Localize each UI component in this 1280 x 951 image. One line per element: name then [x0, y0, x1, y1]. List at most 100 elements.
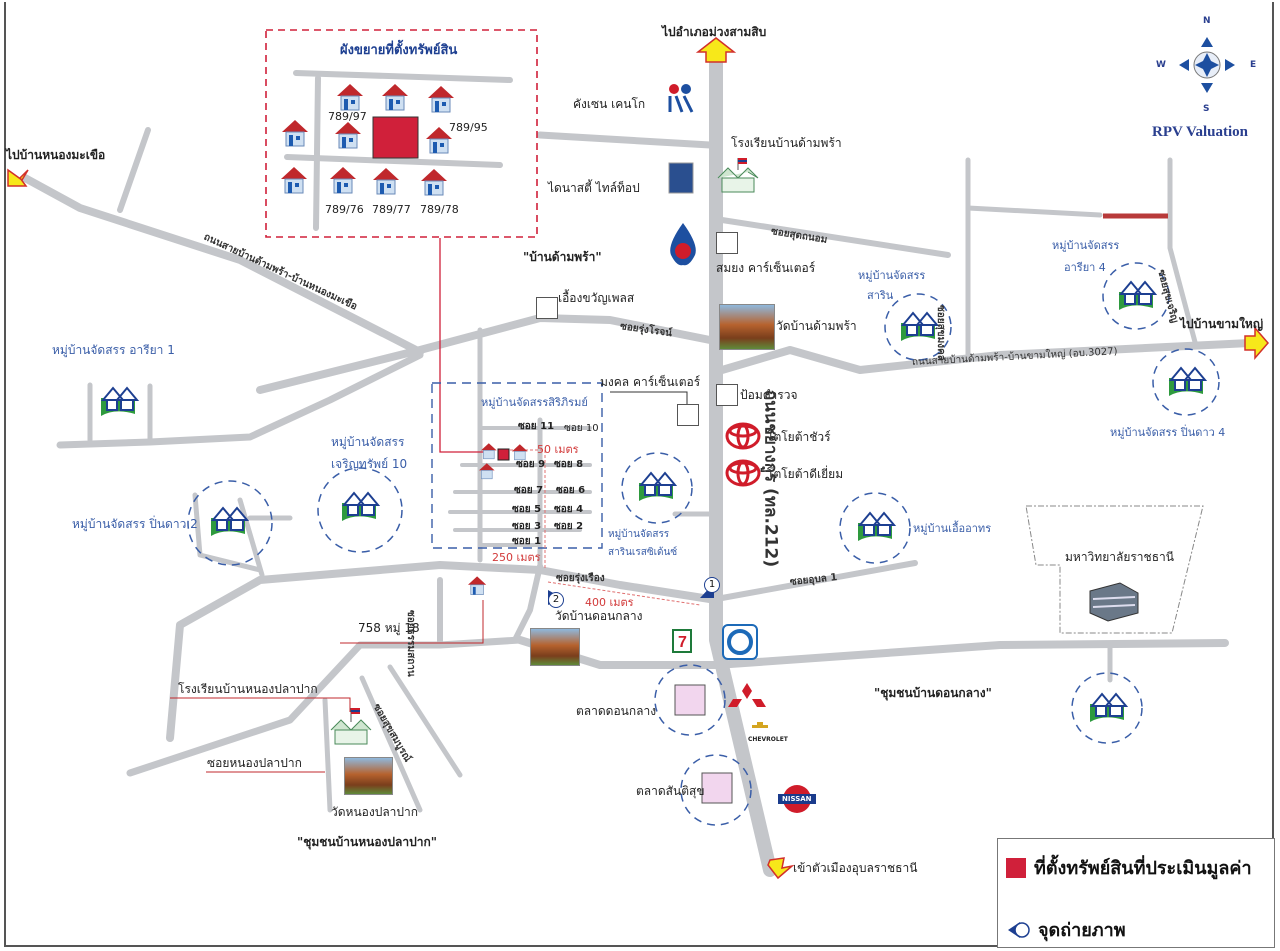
inset-road-mid — [284, 154, 503, 168]
dynasty-logo-icon — [668, 162, 694, 194]
inset-house-label: 789/97 — [328, 110, 367, 123]
arrow-east-icon — [1244, 325, 1269, 361]
direction-south-label: เข้าตัวเมืองอุบลราชธานี — [793, 861, 918, 875]
market-circle-santisuk — [680, 754, 752, 826]
label-university: มหาวิทยาลัยราชธานี — [1065, 550, 1174, 564]
toyota-logo-icon — [725, 459, 761, 487]
road-label-main-highway: ถนนชยางกูร (ทล.212) — [760, 389, 781, 568]
chevrolet-logo-icon — [752, 722, 768, 728]
label-ban-damphra: "บ้านด้ามพร้า" — [523, 250, 602, 264]
village-circle-sarin-res — [621, 452, 693, 524]
village-circle-south — [1071, 672, 1143, 744]
soi-label: ซอย 7 — [514, 485, 544, 496]
label-wat-donklang: วัดบ้านดอนกลาง — [555, 609, 643, 623]
road-main-highway — [709, 55, 777, 877]
road-ariya1 — [56, 351, 424, 449]
bank-logo-icon — [722, 624, 758, 660]
village-icon — [857, 511, 897, 541]
wat-damphra-photo — [719, 304, 775, 350]
seven-eleven-logo-icon: 7 — [672, 629, 692, 653]
label-market-santisuk: ตลาดสันติสุข — [636, 784, 705, 798]
compass-icon — [1179, 37, 1235, 93]
soi-label: ซอย 1 — [512, 536, 542, 547]
school-icon — [330, 708, 372, 745]
road-soi-rungrueang-vertical — [512, 563, 543, 643]
village-circle-pindao4 — [1152, 348, 1220, 416]
village-icon — [210, 506, 250, 536]
siriphirom-box — [431, 382, 603, 549]
wat-nongplapak-photo — [344, 757, 393, 795]
label-house-758: 758 หมู่ 18 — [358, 621, 420, 635]
soi-label: ซอย 4 — [554, 504, 584, 515]
photo-point-1-badge[interactable]: 1 — [704, 577, 720, 593]
kangzhen-logo-icon — [668, 84, 694, 113]
distance-50: 50 เมตร — [537, 443, 579, 456]
direction-north-label: ไปอำเภอม่วงสามสิบ — [662, 25, 767, 39]
label-toyota-sure: โตโยต้าชัวร์ — [767, 430, 831, 444]
market-circle-donklang — [654, 664, 726, 736]
university-building-icon — [1089, 582, 1139, 622]
distance-250: 250 เมตร — [492, 551, 541, 564]
label-mongkol: มงคล คาร์เซ็นเตอร์ — [600, 375, 701, 389]
road-west-branch — [117, 127, 151, 213]
soi-label: ซอย 11 — [518, 421, 555, 432]
label-village-ariya4-2: อารียา 4 — [1064, 261, 1106, 274]
label-wat-nongplapak: วัดหนองปลาปาก — [331, 805, 419, 819]
label-police: ป้อมตำรวจ — [740, 388, 798, 402]
soi-label: ซอย 10 — [564, 423, 599, 434]
road-soi-south1 — [359, 675, 423, 813]
village-icon — [341, 491, 381, 521]
chuengkhwan-box — [536, 297, 558, 319]
label-market-donklang: ตลาดดอนกลาง — [576, 704, 657, 718]
road-east — [718, 339, 1254, 374]
svg-text:7: 7 — [678, 634, 687, 651]
map-frame — [4, 2, 1274, 947]
road-soi-sudthanom — [719, 217, 951, 258]
arrows — [7, 37, 1269, 880]
arrow-north-icon — [695, 37, 737, 63]
label-chuengkhwan: เอื้องขวัญเพลส — [558, 291, 635, 305]
label-village-sarin-res-2: สารินเรสซิเด้นซ์ — [608, 547, 678, 558]
soi-lines — [448, 426, 592, 547]
road-pindao2-a — [192, 492, 263, 573]
label-school-nongplapak: โรงเรียนบ้านหนองปลาปาก — [178, 682, 318, 696]
village-circle-pindao2 — [187, 480, 273, 566]
nissan-logo-icon — [778, 785, 816, 813]
village-circle-ariya4 — [1102, 262, 1170, 330]
photo-point-2-badge[interactable]: 2 — [548, 592, 564, 608]
legend-photo-label: จุดถ่ายภาพ — [1038, 920, 1126, 941]
label-toyota-deeyiam: โตโยต้าดีเยี่ยม — [767, 467, 844, 481]
road-pindao2-b — [237, 497, 265, 578]
label-dynasty: ไดนาสตี้ ไทล์ท็อป — [548, 181, 640, 195]
label-community-donklang: "ชุมชนบ้านดอนกลาง" — [874, 686, 992, 700]
arrow-west-icon — [7, 168, 29, 187]
road-label-rungrueang: ซอยรุ่งเรือง — [556, 573, 605, 584]
legend-property-label: ที่ตั้งทรัพย์สินที่ประเมินมูลค่า — [1034, 858, 1252, 879]
road-nongplapak — [322, 697, 333, 813]
property-marker-map — [497, 448, 510, 461]
compass-e: E — [1250, 60, 1257, 70]
label-chevrolet: CHEVROLET — [748, 736, 788, 743]
label-nissan: NISSAN — [782, 795, 812, 803]
house-icon — [382, 84, 408, 111]
village-icon — [1168, 366, 1208, 396]
inset-box — [265, 29, 538, 238]
school-icon — [717, 158, 759, 193]
road-label-nongplapak: ซอยหนองปลาปาก — [207, 756, 302, 770]
house-icon — [421, 169, 447, 196]
market-icon — [701, 772, 733, 804]
label-village-sarin-2: สาริน — [867, 289, 894, 302]
road-soi-south2 — [387, 664, 463, 778]
road-soi-far-east-top — [965, 205, 1103, 218]
soi-label: ซอย 6 — [556, 485, 586, 496]
soi-label: ซอย 8 — [554, 459, 584, 470]
distance-400: 400 เมตร — [585, 596, 634, 609]
legend-item-property: ที่ตั้งทรัพย์สินที่ประเมินมูลค่า — [1006, 853, 1252, 882]
legend-item-photo: จุดถ่ายภาพ — [1006, 915, 1126, 944]
village-icon — [1118, 280, 1158, 310]
label-village-pindao2: หมู่บ้านจัดสรร ปิ่นดาว 2 — [72, 517, 198, 531]
label-village-sarin-res-1: หมู่บ้านจัดสรร — [608, 529, 670, 540]
mitsubishi-logo-icon — [728, 683, 766, 707]
label-village-sarin-1: หมู่บ้านจัดสรร — [858, 269, 926, 282]
